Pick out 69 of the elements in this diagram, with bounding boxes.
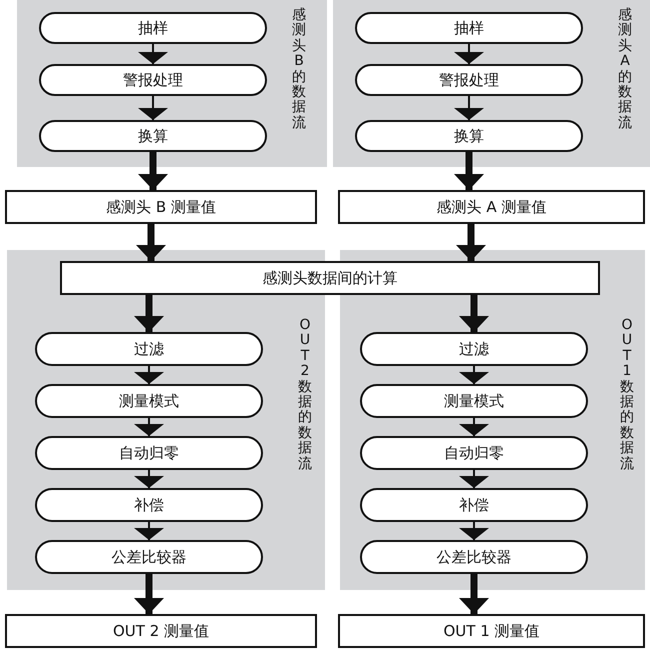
arrow bbox=[138, 44, 168, 64]
process-box bbox=[338, 614, 645, 648]
step-label: 抽样 bbox=[138, 18, 168, 39]
arrow bbox=[134, 418, 164, 436]
arrow bbox=[459, 574, 489, 614]
step-label: 过滤 bbox=[134, 338, 164, 360]
step-label: 换算 bbox=[138, 126, 168, 147]
step-label: 警报处理 bbox=[123, 70, 183, 91]
step-label: 补偿 bbox=[459, 494, 489, 516]
process-box bbox=[5, 190, 317, 224]
step-label: 自动归零 bbox=[444, 442, 504, 464]
arrow bbox=[134, 470, 164, 488]
vertical-heading: 感测头 B 的数据流 bbox=[292, 8, 306, 132]
vertical-heading: 感测头 A 的数据流 bbox=[618, 8, 632, 132]
vertical-heading: OUT 1 数据的数据流 bbox=[620, 318, 634, 472]
arrow bbox=[136, 224, 166, 261]
vertical-heading: OUT 2 数据的数据流 bbox=[298, 318, 312, 472]
step-label: 补偿 bbox=[134, 494, 164, 516]
process-step bbox=[35, 488, 263, 522]
step-label: 感测头 A 测量值 bbox=[436, 196, 546, 218]
step-label: OUT 2 测量值 bbox=[112, 620, 210, 642]
arrow bbox=[134, 574, 164, 614]
step-label: 感测头数据间的计算 bbox=[262, 268, 398, 289]
step-label: 感测头 B 测量值 bbox=[106, 196, 216, 218]
arrow bbox=[456, 224, 486, 261]
step-label: 警报处理 bbox=[439, 70, 499, 91]
process-step bbox=[355, 12, 583, 44]
process-step bbox=[360, 540, 588, 574]
process-step bbox=[360, 384, 588, 418]
step-label: 测量模式 bbox=[444, 390, 504, 412]
arrow bbox=[459, 470, 489, 488]
step-label: 公差比较器 bbox=[436, 546, 512, 568]
group-panel bbox=[340, 250, 645, 590]
arrow bbox=[459, 295, 489, 332]
arrow bbox=[138, 152, 168, 190]
arrow bbox=[459, 418, 489, 436]
group-panel bbox=[17, 0, 327, 167]
arrow bbox=[459, 522, 489, 540]
process-step bbox=[35, 540, 263, 574]
arrow bbox=[459, 366, 489, 384]
arrow bbox=[134, 522, 164, 540]
process-step bbox=[355, 64, 583, 96]
process-step bbox=[360, 332, 588, 366]
process-box bbox=[5, 614, 317, 648]
step-label: 测量模式 bbox=[119, 390, 179, 412]
process-step bbox=[39, 120, 267, 152]
step-label: 公差比较器 bbox=[112, 546, 186, 568]
process-step bbox=[35, 332, 263, 366]
step-label: 自动归零 bbox=[119, 442, 179, 464]
arrow bbox=[138, 96, 168, 120]
process-box bbox=[338, 190, 645, 224]
step-label: OUT 1 测量值 bbox=[443, 620, 540, 642]
arrow bbox=[454, 152, 484, 190]
process-step bbox=[39, 12, 267, 44]
step-label: 过滤 bbox=[459, 338, 489, 360]
group-panel bbox=[333, 0, 650, 167]
process-step bbox=[35, 436, 263, 470]
process-step bbox=[35, 384, 263, 418]
arrow bbox=[134, 295, 164, 332]
process-step bbox=[360, 488, 588, 522]
arrow bbox=[134, 366, 164, 384]
step-label: 换算 bbox=[454, 126, 484, 147]
arrow bbox=[454, 44, 484, 64]
process-step bbox=[360, 436, 588, 470]
process-box bbox=[60, 261, 600, 295]
process-step bbox=[39, 64, 267, 96]
arrow bbox=[454, 96, 484, 120]
process-step bbox=[355, 120, 583, 152]
step-label: 抽样 bbox=[454, 18, 484, 39]
